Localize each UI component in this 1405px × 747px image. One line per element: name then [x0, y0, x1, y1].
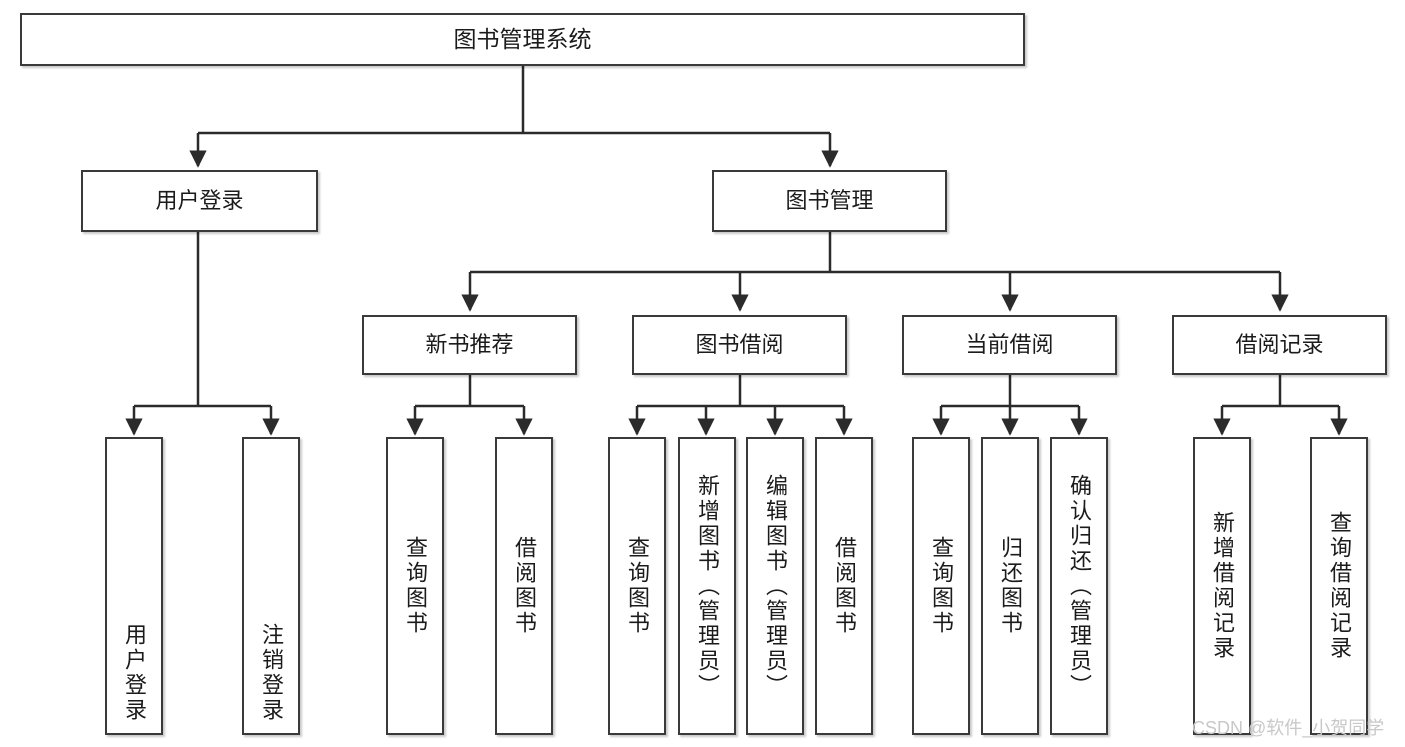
- leaf-label: 借阅图书: [512, 536, 537, 636]
- leaf-label: 查询借阅记录: [1327, 511, 1352, 661]
- leaf-current-return-book[interactable]: 归还图书: [981, 437, 1039, 735]
- leaf-label: 查询图书: [403, 536, 428, 636]
- node-borrow-record[interactable]: 借阅记录: [1172, 315, 1387, 375]
- leaf-new-book-borrow-book[interactable]: 借阅图书: [495, 437, 553, 735]
- leaf-label: 用户登录: [122, 623, 147, 723]
- leaf-label: 编辑图书（管理员）: [763, 473, 788, 699]
- node-new-book-recommend-label: 新书推荐: [425, 332, 514, 358]
- node-borrow-record-label: 借阅记录: [1235, 332, 1324, 358]
- node-new-book-recommend[interactable]: 新书推荐: [362, 315, 577, 375]
- leaf-user-login-login[interactable]: 用户登录: [105, 437, 163, 735]
- leaf-borrow-add-book-admin[interactable]: 新增图书（管理员）: [678, 437, 736, 735]
- leaf-label: 借阅图书: [832, 536, 857, 636]
- node-book-borrow[interactable]: 图书借阅: [632, 315, 847, 375]
- node-current-borrow-label: 当前借阅: [965, 332, 1054, 358]
- node-current-borrow[interactable]: 当前借阅: [902, 315, 1117, 375]
- leaf-record-add-record[interactable]: 新增借阅记录: [1193, 437, 1251, 735]
- leaf-user-login-logout[interactable]: 注销登录: [242, 437, 300, 735]
- leaf-label: 归还图书: [998, 536, 1023, 636]
- leaf-label: 注销登录: [259, 623, 284, 723]
- leaf-label: 查询图书: [929, 536, 954, 636]
- node-book-management-label: 图书管理: [785, 188, 874, 214]
- leaf-label: 新增图书（管理员）: [695, 473, 720, 699]
- node-user-login-label: 用户登录: [155, 188, 244, 214]
- leaf-current-confirm-return-admin[interactable]: 确认归还（管理员）: [1050, 437, 1108, 735]
- leaf-borrow-edit-book-admin[interactable]: 编辑图书（管理员）: [746, 437, 804, 735]
- leaf-label: 确认归还（管理员）: [1067, 473, 1092, 699]
- node-book-management[interactable]: 图书管理: [712, 170, 947, 232]
- leaf-borrow-query-book[interactable]: 查询图书: [608, 437, 666, 735]
- leaf-label: 查询图书: [625, 536, 650, 636]
- leaf-borrow-borrow-book[interactable]: 借阅图书: [815, 437, 873, 735]
- leaf-label: 新增借阅记录: [1210, 511, 1235, 661]
- node-root-label: 图书管理系统: [453, 26, 592, 53]
- leaf-new-book-query-book[interactable]: 查询图书: [386, 437, 444, 735]
- watermark-text: CSDN @软件_小贺同学: [1192, 718, 1385, 738]
- node-book-borrow-label: 图书借阅: [695, 332, 784, 358]
- node-root[interactable]: 图书管理系统: [20, 13, 1025, 66]
- leaf-record-query-record[interactable]: 查询借阅记录: [1310, 437, 1368, 735]
- leaf-current-query-book[interactable]: 查询图书: [912, 437, 970, 735]
- node-user-login[interactable]: 用户登录: [81, 170, 318, 232]
